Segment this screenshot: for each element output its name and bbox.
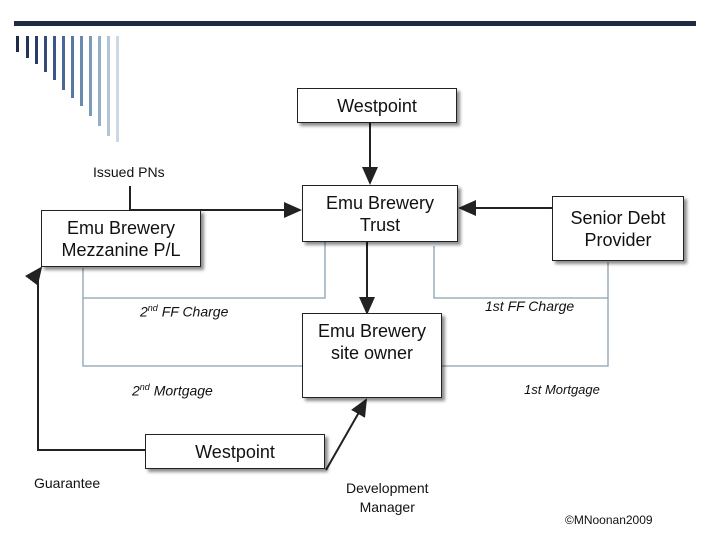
first-ff-charge-line [433,246,609,299]
second-mortgage-line [82,298,302,367]
second-ff-charge-label: 2nd FF Charge [140,303,229,320]
copyright-label: ©MNoonan2009 [565,513,653,527]
first-ff-charge-label: 1st FF Charge [485,298,575,314]
westpoint-bottom-box: Westpoint [145,434,325,469]
title-bar [14,21,696,26]
first-mortgage-line [442,298,609,367]
trust-box: Emu Brewery Trust [302,185,458,242]
site-owner-box: Emu Brewery site owner [302,313,442,398]
development-manager-arrow [325,398,367,471]
senior-debt-box: Senior Debt Provider [552,196,684,261]
guarantee-arrow [25,266,145,451]
westpoint-top-box: Westpoint [297,88,457,123]
issued-pns-label: Issued PNs [93,164,165,180]
first-mortgage-label: 1st Mortgage [524,382,600,397]
mezzanine-box: Emu Brewery Mezzanine P/L [41,210,201,267]
development-manager-label: Development Manager [346,480,429,515]
decorative-stripes [16,36,119,142]
guarantee-label: Guarantee [34,475,101,491]
second-mortgage-label: 2nd Mortgage [132,382,213,399]
issued-pns-arrow [129,186,302,218]
second-ff-charge-line [82,242,326,299]
